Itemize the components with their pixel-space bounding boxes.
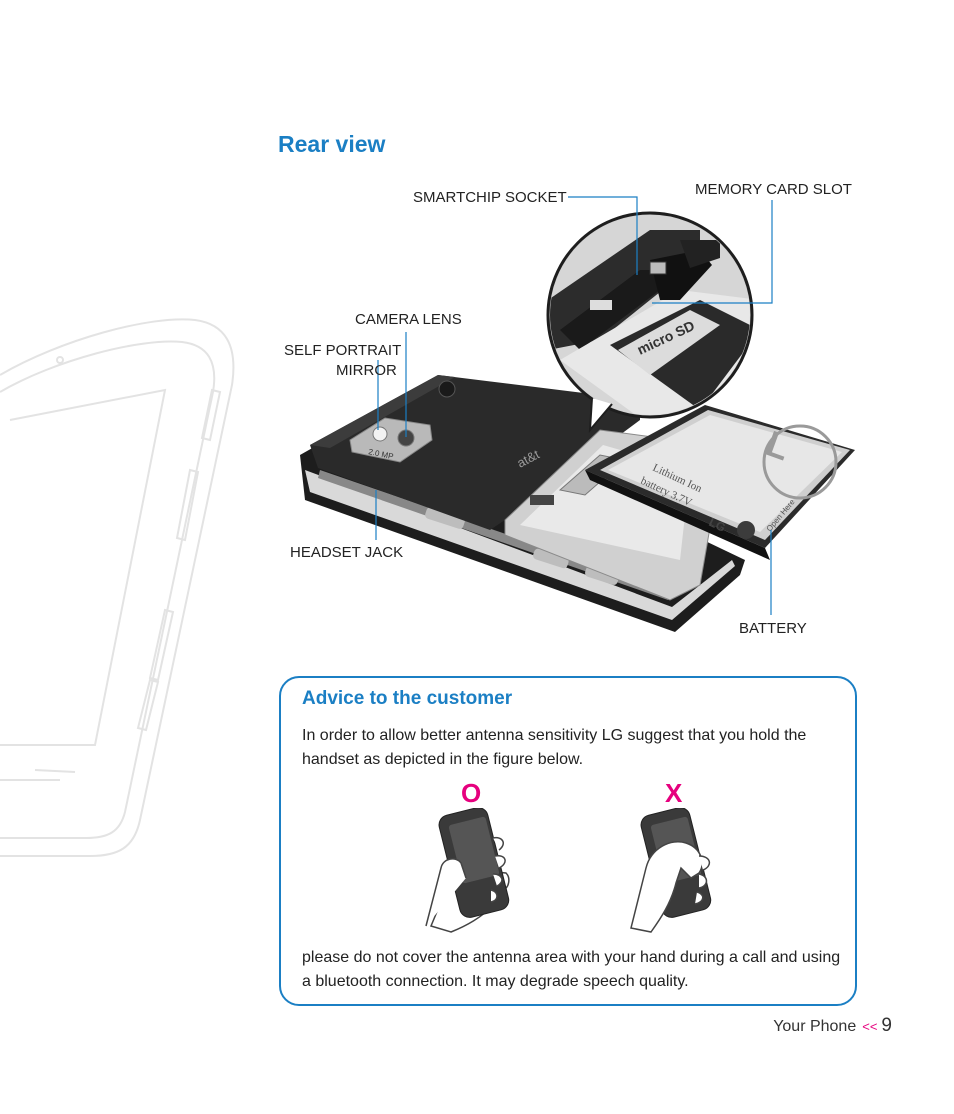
label-camera-lens: CAMERA LENS <box>355 311 462 328</box>
wrong-mark: X <box>665 778 683 808</box>
label-memory-card-slot: MEMORY CARD SLOT <box>695 181 852 198</box>
section-title: Rear view <box>278 131 386 157</box>
page-footer: Your Phone <<9 <box>773 1015 892 1037</box>
back-cover <box>310 375 640 530</box>
background-phone-outline <box>0 318 235 857</box>
callout-smartchip <box>568 196 638 275</box>
advice-box: Advice to the customer In order to allow… <box>279 676 857 1006</box>
camera-module <box>349 417 433 463</box>
advice-paragraph-1: In order to allow better antenna sensiti… <box>302 727 807 768</box>
advice-paragraph-2: please do not cover the antenna area wit… <box>302 949 841 990</box>
battery-brand: LG <box>707 515 728 535</box>
callout-memory-card <box>652 200 773 304</box>
label-self-portrait-mirror: MIRROR <box>336 362 397 379</box>
footer-section-name: Your Phone <box>773 1018 857 1035</box>
rear-view-illustration: 2.0 MP at&t L Lithium Ion battery 3.7V O… <box>300 196 855 632</box>
label-smartchip-socket: SMARTCHIP SOCKET <box>413 189 567 206</box>
wrong-grip-illustration <box>630 808 712 933</box>
label-self-portrait: SELF PORTRAIT <box>284 342 402 359</box>
advice-title: Advice to the customer <box>302 688 513 709</box>
footer-chevrons: << <box>862 1019 878 1034</box>
correct-mark: O <box>461 778 482 808</box>
page-number: 9 <box>881 1015 892 1036</box>
correct-grip-illustration <box>425 808 510 933</box>
label-headset-jack: HEADSET JACK <box>290 544 404 561</box>
label-battery: BATTERY <box>739 620 807 637</box>
